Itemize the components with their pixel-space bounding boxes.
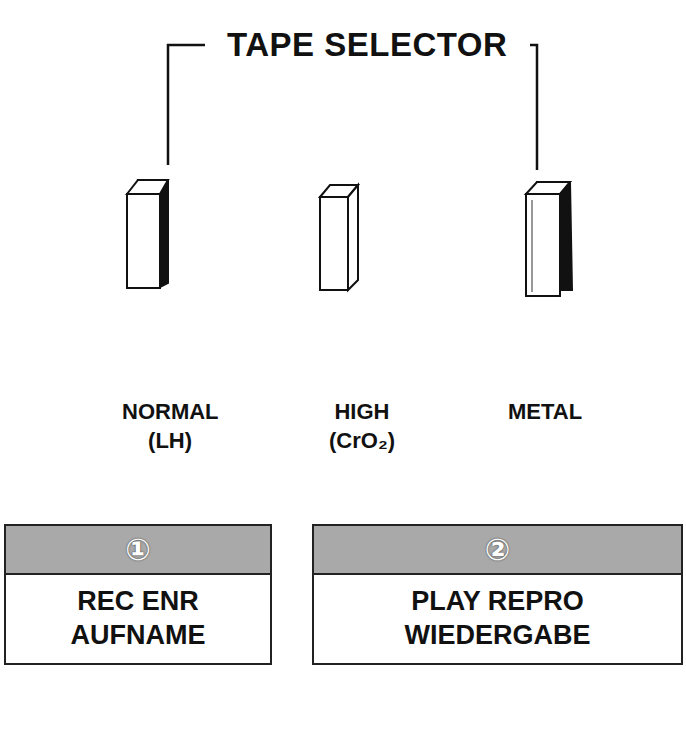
function-box: ② PLAY REPRO WIEDERGABE xyxy=(312,524,683,665)
slide-switch xyxy=(127,180,168,288)
position-label: NORMAL (LH) xyxy=(122,398,218,455)
callout-number: ② xyxy=(314,526,681,575)
callout-number: ① xyxy=(6,526,270,575)
position-label-text: METAL xyxy=(508,398,582,427)
position-label-text: HIGH (CrO₂) xyxy=(329,398,395,455)
function-box: ① REC ENR AUFNAME xyxy=(4,524,272,665)
position-label-text: NORMAL (LH) xyxy=(122,398,218,455)
title: TAPE SELECTOR xyxy=(221,26,513,64)
function-text-lines: REC ENR AUFNAME xyxy=(71,585,206,653)
slide-switch xyxy=(320,185,358,290)
slide-switch xyxy=(526,182,572,296)
position-label: HIGH (CrO₂) xyxy=(329,398,395,455)
function-text: REC ENR AUFNAME xyxy=(6,575,270,663)
function-text: PLAY REPRO WIEDERGABE xyxy=(314,575,681,663)
position-label: METAL xyxy=(508,398,582,427)
function-text-lines: PLAY REPRO WIEDERGABE xyxy=(404,585,590,653)
